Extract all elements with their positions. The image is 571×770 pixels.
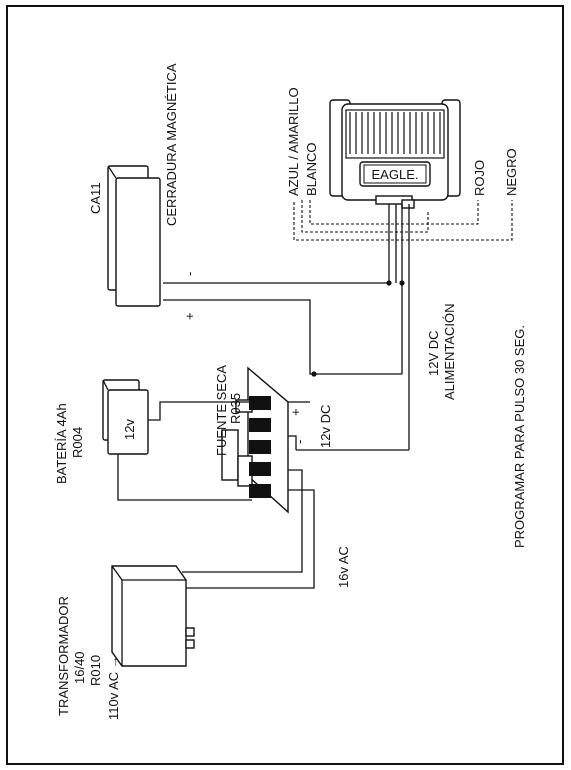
- label-rojo: ROJO: [472, 160, 487, 196]
- label-12v-dc-alimentacion: 12V DC: [426, 330, 441, 376]
- label-programar: PROGRAMAR PARA PULSO 30 SEG.: [512, 325, 527, 548]
- label-battery-voltage: 12v: [122, 419, 137, 440]
- power-supply: [221, 366, 289, 514]
- label-negro: NEGRO: [504, 148, 519, 196]
- label-minus: -: [182, 272, 197, 276]
- supply-wires: [117, 401, 315, 589]
- label-110v-ac: 110v AC →: [106, 655, 121, 720]
- label-bateria: BATERÍA 4Ah: [54, 403, 69, 484]
- label-cerradura: CERRADURA MAGNÉTICA: [164, 63, 179, 226]
- label-fuente-seca: FUENTE SECA: [214, 365, 229, 456]
- battery: [102, 379, 149, 455]
- label-transformador: TRANSFORMADOR: [56, 596, 71, 716]
- label-ca11: CA11: [88, 182, 103, 214]
- eagle-logo-text: EAGLE.: [372, 167, 419, 182]
- label-fuente-minus: -: [292, 440, 307, 444]
- module-wires: [163, 200, 513, 451]
- page-frame: [6, 5, 564, 765]
- magnetic-lock: [107, 165, 161, 307]
- label-r004: R004: [70, 427, 85, 458]
- label-blanco: BLANCO: [304, 143, 319, 196]
- label-16v-ac: 16v AC: [336, 546, 351, 588]
- eagle-module: [329, 99, 461, 209]
- label-16-40: 16/40: [72, 651, 87, 684]
- label-r010: R010: [88, 655, 103, 686]
- label-12v-dc: 12v DC: [318, 405, 333, 448]
- label-alimentacion: ALIMENTACIÓN: [442, 303, 457, 400]
- label-fuente-plus: +: [288, 408, 303, 416]
- label-r035: R035: [228, 393, 243, 424]
- label-plus: +: [182, 312, 197, 320]
- label-azul-amarillo: AZUL / AMARILLO: [286, 87, 301, 196]
- transformer: [111, 565, 195, 667]
